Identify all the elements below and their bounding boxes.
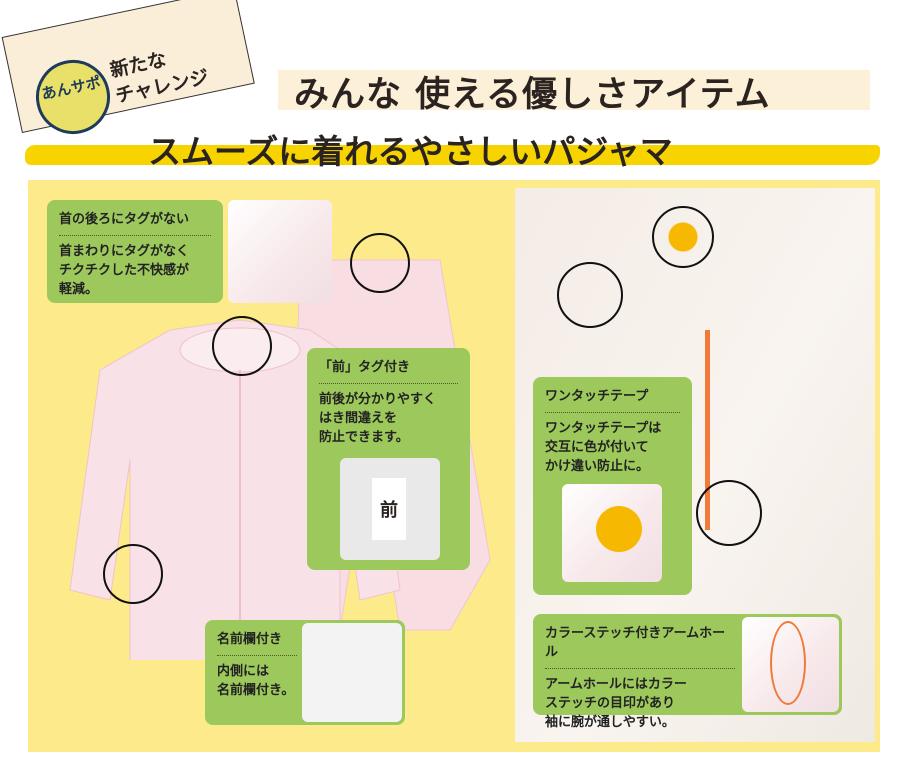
highlight-circle	[212, 316, 272, 376]
title-bar	[278, 70, 870, 110]
highlight-circle	[557, 262, 623, 328]
highlight-circle	[103, 544, 163, 604]
callout-line: かけ違い防止に。	[545, 459, 650, 474]
front-tag-label: 前	[372, 478, 406, 540]
tape-dot	[596, 506, 642, 552]
highlight-circle	[350, 233, 410, 293]
callout-line: 防止できます。	[319, 430, 409, 445]
callout-line: 交互に色が付いて	[545, 440, 649, 455]
callout-line: 名前欄付き。	[217, 683, 295, 698]
callout-line: 首まわりにタグがなく	[59, 244, 190, 259]
highlight-stroke	[25, 145, 880, 165]
callout-heading: 名前欄付き	[217, 630, 297, 656]
callout-heading: 首の後ろにタグがない	[59, 210, 211, 236]
page-title: みんな 使える優しさアイテム	[294, 75, 771, 115]
callout-line: ワンタッチテープは	[545, 421, 662, 436]
front-tag-photo: 前	[340, 458, 440, 560]
callout-heading: ワンタッチテープ	[545, 387, 680, 413]
callout-heading: 「前」タグ付き	[319, 358, 458, 384]
callout-line: 袖に腕が通しやすい。	[545, 715, 675, 730]
armhole-stitch	[770, 621, 806, 705]
highlight-circle	[652, 206, 714, 268]
callout-line: ステッチの目印があり	[545, 696, 676, 711]
highlight-circle	[696, 480, 762, 546]
callout-line: 軽減。	[59, 282, 99, 297]
callout-line: はき間違えを	[319, 411, 398, 426]
callout-no-tag: 首の後ろにタグがない 首まわりにタグがなく チクチクした不快感が 軽減。	[47, 200, 223, 303]
color-stitch	[705, 330, 710, 530]
name-label-photo	[302, 623, 402, 722]
callout-line: アームホールにはカラー	[545, 677, 687, 692]
callout-line: チクチクした不快感が	[59, 263, 190, 278]
callout-line: 内側には	[217, 664, 270, 679]
page-subtitle: スムーズに着れるやさしいパジャマ	[148, 132, 673, 171]
callout-line: 前後が分かりやすく	[319, 392, 437, 407]
armhole-photo	[742, 617, 839, 712]
collar-photo	[228, 200, 332, 303]
callout-heading: カラーステッチ付きアームホール	[545, 624, 735, 669]
tape-photo	[562, 484, 662, 582]
